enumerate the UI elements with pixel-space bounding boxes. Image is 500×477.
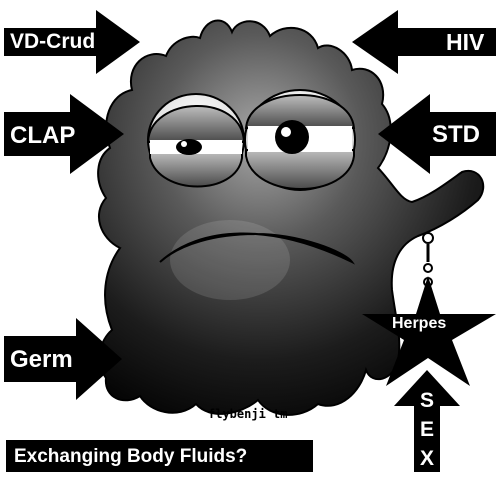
- label-clap: CLAP: [10, 122, 76, 149]
- caption-box: [6, 440, 313, 472]
- artist-credit: flybenji tm: [208, 407, 288, 421]
- arrow-hiv: [352, 10, 496, 74]
- arrow-clap: [4, 94, 124, 174]
- caption-text: Exchanging Body Fluids?: [14, 446, 248, 467]
- sex-letter-s: S: [419, 389, 434, 412]
- label-hiv: HIV: [446, 29, 485, 55]
- label-vd-crud: VD-Crud: [10, 30, 96, 53]
- frown-mouth: [159, 232, 353, 263]
- sex-letter-x: X: [419, 447, 434, 470]
- arrow-std: [378, 94, 496, 174]
- label-germ: Germ: [10, 346, 73, 373]
- arrow-germ: [4, 318, 122, 400]
- arrow-vd-crud: [4, 10, 140, 74]
- right-eye: [244, 89, 356, 191]
- label-herpes: Herpes: [392, 315, 447, 332]
- left-eye: [146, 93, 246, 188]
- herpes-star: [362, 276, 496, 386]
- sex-letter-e: E: [419, 418, 434, 441]
- arrow-sex: [394, 370, 460, 472]
- label-std: STD: [432, 121, 480, 148]
- body-highlight: [170, 220, 290, 300]
